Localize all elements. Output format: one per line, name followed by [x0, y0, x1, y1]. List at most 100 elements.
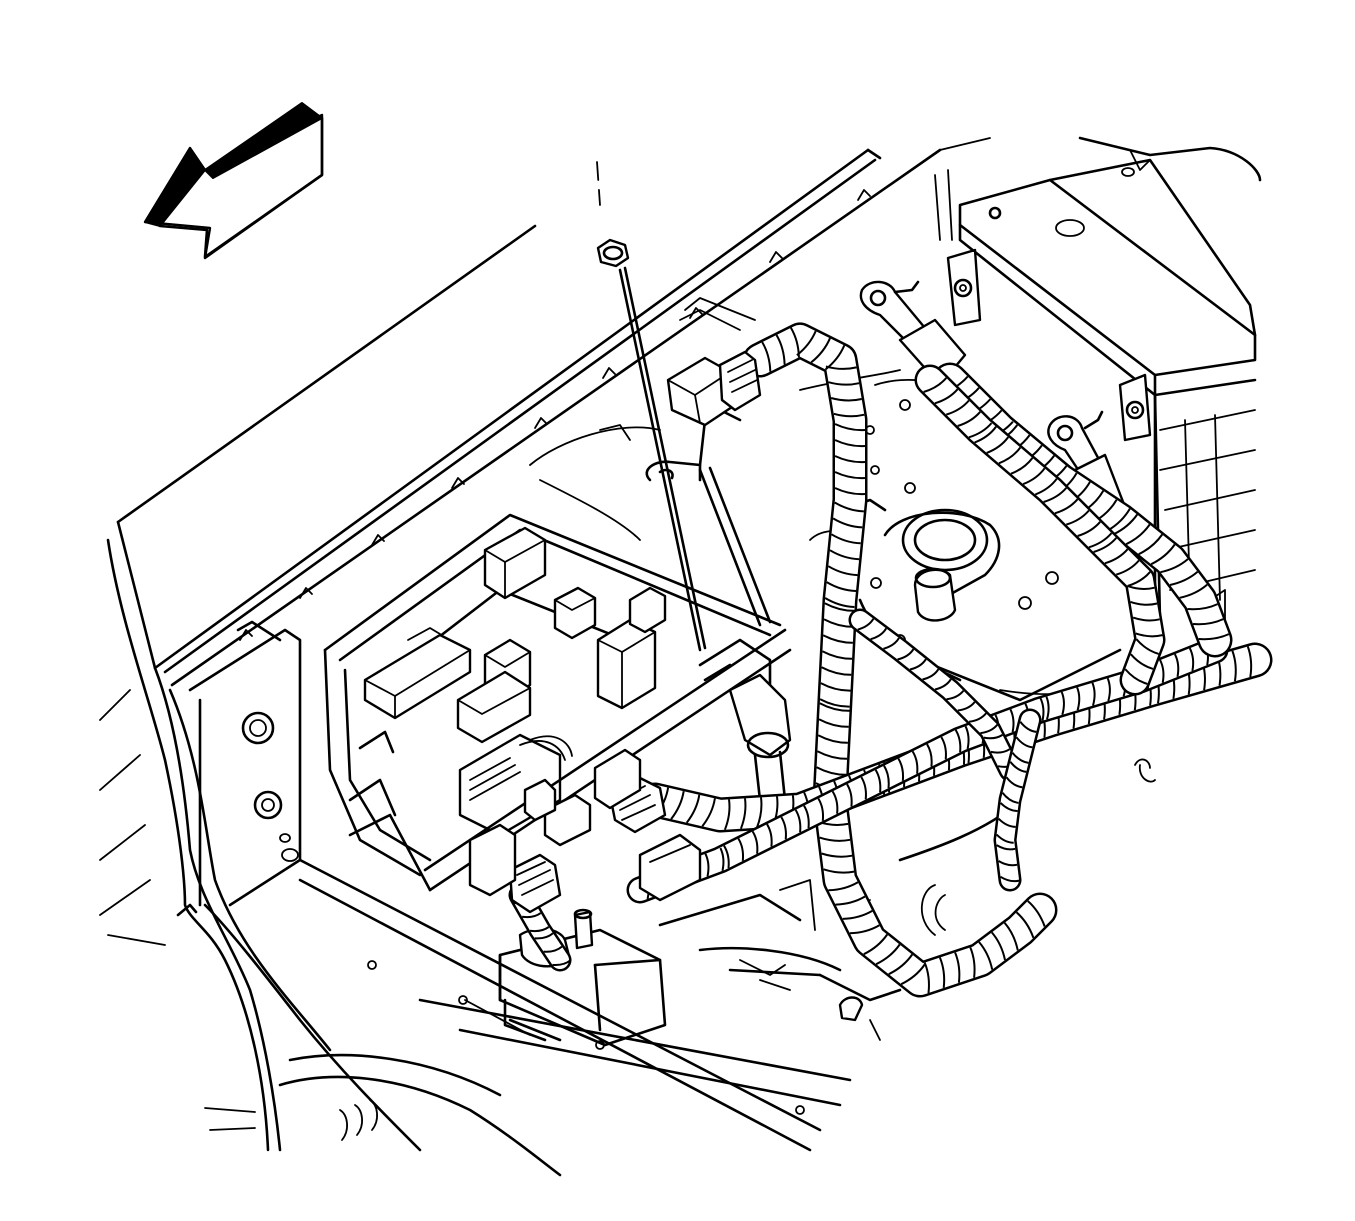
harness-wrap-band	[1091, 682, 1096, 706]
harness-wrap-band	[834, 471, 866, 480]
radiator-support	[298, 858, 902, 1152]
harness-wrap-band	[794, 809, 802, 833]
harness-wrap-band	[1192, 618, 1224, 626]
harness-wrap-band	[1106, 677, 1111, 702]
harness-wrap-band	[824, 597, 855, 608]
harness-wrap-band	[823, 868, 855, 874]
harness-wrap-band	[888, 953, 914, 976]
harness-wrap-band	[909, 658, 927, 671]
harness-wrap-band	[1015, 911, 1035, 939]
harness-wrap-band	[900, 963, 926, 986]
harness-wrap-band	[1127, 585, 1155, 590]
harness-wrap-band	[1135, 638, 1159, 655]
harness-wrap-band	[821, 650, 853, 660]
harness-wrap-band	[1116, 559, 1140, 576]
harness-wrap-band	[1054, 498, 1079, 515]
front-direction-arrow-icon	[143, 102, 324, 260]
harness-wrap-band	[723, 845, 730, 869]
harness-wrap-band	[946, 690, 965, 701]
harness-wrap-band	[755, 797, 763, 829]
harness-wrap-band	[780, 816, 787, 840]
harness-wrap-band	[829, 549, 860, 561]
harness-wrap-band	[1159, 659, 1165, 683]
harness-wrap-band	[831, 790, 839, 814]
harness-wrap-band	[1027, 900, 1046, 927]
harness-wrap-band	[766, 823, 773, 847]
harness-wrap-band	[816, 766, 847, 776]
harness-connectors	[468, 350, 762, 914]
harness-wrap-band	[1124, 668, 1148, 685]
harness-wrap-band	[817, 734, 848, 744]
harness-wrap-band	[999, 875, 1020, 883]
harness-wrap-band	[926, 743, 933, 767]
harness-wrap-band	[978, 941, 994, 970]
harness-wrap-band	[737, 837, 745, 861]
harness-wrap-band	[1034, 478, 1058, 496]
harness-wrap-band	[820, 682, 851, 692]
harness-wrap-band	[775, 334, 786, 365]
harness-wrap-band	[964, 725, 970, 750]
harness-wrap-band	[1187, 603, 1219, 611]
harness-wrap-band	[969, 947, 976, 978]
harness-wrap-band	[934, 678, 952, 691]
harness-wrap-band	[954, 729, 962, 753]
harness-wrap-band	[1060, 691, 1065, 716]
harness-wrap-band	[940, 736, 947, 760]
harness-wrap-band	[1005, 776, 1023, 789]
harness-wrap-band	[883, 637, 900, 650]
harness-wrap-band	[1132, 616, 1160, 622]
harness-wrap-band	[834, 487, 866, 496]
harness-wrap-band	[821, 666, 852, 676]
harness-wrap-band	[816, 750, 848, 760]
harness-wrap-band	[1130, 653, 1154, 670]
harness-wrap-band	[1130, 600, 1158, 606]
harness-wrap-band	[998, 446, 1022, 465]
harness-wrap-band	[1173, 653, 1180, 677]
harness-wrap-band	[1043, 487, 1068, 503]
harness-wrap-band	[534, 932, 554, 940]
harness-wrap-band	[1104, 548, 1129, 565]
harness-wrap-band	[870, 627, 888, 641]
harness-wrap-band	[946, 399, 970, 416]
harness-wrap-band	[842, 910, 873, 920]
harness-wrap-band	[897, 757, 905, 781]
harness-wrap-band	[827, 565, 858, 577]
battery-cable-terminals	[859, 280, 1132, 537]
harness-wrap-band	[974, 426, 997, 444]
harness-wrap-band	[834, 455, 866, 464]
harness-wrap-band	[834, 423, 866, 432]
harness-wrap-band	[998, 860, 1018, 867]
harness-wrap-band	[1022, 467, 1046, 486]
harness-wrap-band	[968, 422, 993, 439]
harness-wrap-band	[1039, 697, 1045, 722]
harness-wrap-band	[834, 501, 864, 513]
harness-wrap-band	[830, 533, 861, 545]
harness-tube-body	[917, 367, 1163, 693]
harness-wrap-band	[803, 805, 810, 829]
harness-wrap-band	[543, 945, 563, 953]
harness-wrap-band	[968, 712, 987, 723]
harness-wrap-band	[957, 701, 976, 712]
harness-wrap-band	[874, 769, 882, 793]
harness-wrap-band	[761, 341, 772, 372]
wheelhouse	[99, 538, 562, 1177]
harness-wrap-band	[1019, 721, 1037, 733]
harness-wrap-band	[1066, 509, 1090, 526]
harness-wrap-band	[796, 330, 817, 356]
harness-wrap-band	[1045, 696, 1050, 720]
harness-tube-body	[745, 325, 1055, 995]
fender-panel	[116, 137, 991, 687]
harness-wrap-band	[822, 634, 853, 644]
harness-wrap-band	[923, 962, 930, 994]
harness-wrap-band	[1009, 761, 1027, 773]
harness-wrap-band	[1138, 533, 1164, 556]
harness-wrap-band	[986, 436, 1010, 454]
harness-wrap-band	[834, 439, 866, 448]
harness-wrap-band	[1246, 646, 1253, 678]
harness-wrap-band	[819, 836, 851, 842]
harness-wrap-band	[828, 881, 859, 892]
harness-wrap-band	[819, 702, 850, 712]
harness-wrap-band	[1011, 752, 1029, 764]
